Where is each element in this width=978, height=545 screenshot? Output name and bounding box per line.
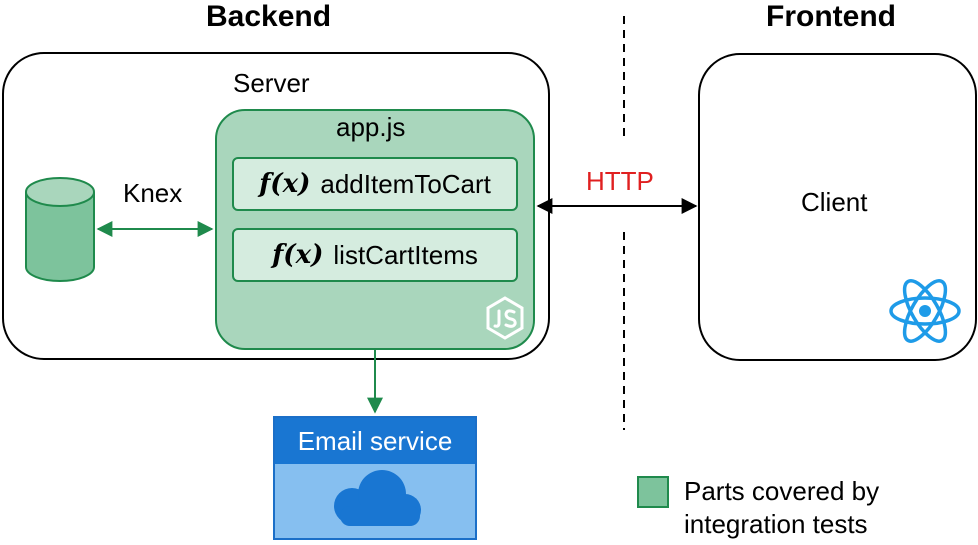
http-label: HTTP — [586, 166, 654, 196]
backend-heading: Backend — [206, 0, 332, 33]
function-add-item-to-cart: f(x) addItemToCart — [232, 157, 518, 211]
app-js-title: app.js — [336, 112, 406, 142]
function-name: addItemToCart — [320, 168, 491, 199]
legend-text: Parts covered by integration tests — [684, 475, 879, 541]
react-logo-icon — [889, 279, 961, 343]
knex-label: Knex — [123, 178, 183, 208]
email-service-label: Email service — [275, 418, 475, 464]
function-list-cart-items: f(x) listCartItems — [232, 228, 518, 282]
database-icon — [25, 177, 95, 282]
client-label: Client — [801, 187, 868, 217]
function-icon: f(x) — [259, 169, 311, 199]
function-icon: f(x) — [272, 240, 324, 270]
frontend-heading: Frontend — [766, 0, 896, 33]
server-label: Server — [233, 68, 310, 98]
cloud-icon — [334, 470, 421, 526]
legend-swatch — [637, 476, 669, 508]
nodejs-logo-icon — [486, 296, 524, 340]
function-name: listCartItems — [333, 239, 478, 270]
legend-line-1: Parts covered by — [684, 476, 880, 506]
legend-line-2: integration tests — [684, 509, 868, 539]
